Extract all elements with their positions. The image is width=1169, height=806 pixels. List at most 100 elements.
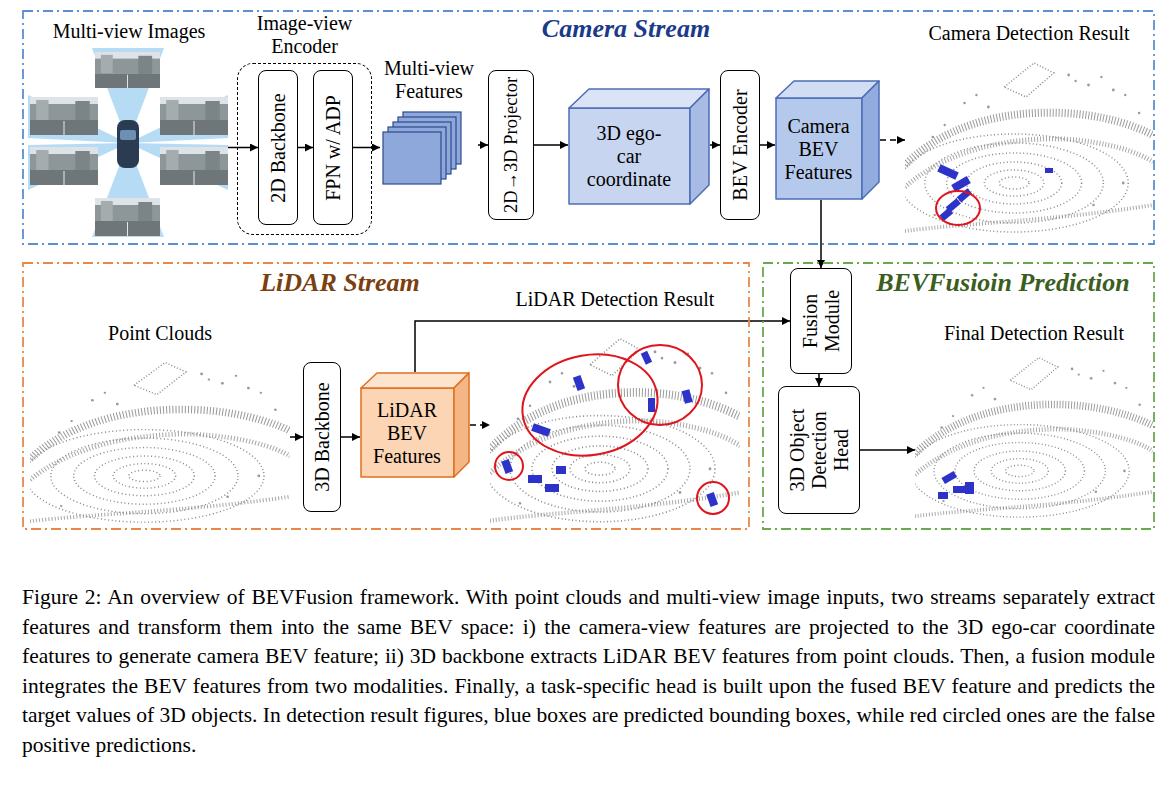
arrow-connector: [534, 144, 568, 146]
arrow-connector: [415, 321, 790, 372]
false-positive-circle: [697, 482, 729, 514]
region-title: Camera Stream: [490, 14, 762, 44]
camera-photo: [30, 147, 98, 185]
predicted-box: [501, 459, 513, 474]
image-input: Multi-view Images: [30, 20, 228, 237]
detection-result: LiDAR Detection Result: [490, 288, 740, 525]
false-positive-circle: [936, 191, 980, 225]
cube-label: Camera BEV Features: [777, 115, 861, 184]
stream-region: Camera Stream Multi-view Images Image-view…: [22, 10, 1155, 245]
camera-photo: [95, 198, 160, 236]
ego-car: [117, 120, 139, 168]
arrow-connector: [820, 200, 822, 268]
cube-label: 3D ego-car coordinate: [585, 122, 673, 191]
camera-detection-illustration: [900, 63, 1153, 232]
predicted-box: [938, 492, 948, 499]
picture-heading: Camera Detection Result: [905, 22, 1153, 45]
point-cloud-input: Point Clouds: [30, 322, 290, 525]
feature-map: [383, 132, 441, 184]
arrow-connector: [478, 144, 488, 146]
feature-stack-outline: [380, 112, 478, 190]
arrow-connector: [470, 424, 490, 426]
ego-car: [120, 130, 136, 140]
predicted-box: [937, 164, 1053, 221]
lidar-detection-illustration: [485, 339, 740, 522]
arrow-connector: [818, 374, 820, 386]
region-outline: [23, 11, 1154, 244]
feature-stack: Multi-view Features: [380, 57, 478, 190]
group-heading: Image-view Encoder: [237, 12, 372, 58]
arrow-connector: [860, 449, 915, 451]
stream-region: LiDAR StreamPoint Clouds 3D Backbone LiDAR…: [22, 262, 750, 530]
camera-detection-illustration: [900, 63, 1153, 232]
predicted-box: [531, 423, 551, 437]
region-outline: [763, 263, 1154, 529]
cube-face: [862, 81, 879, 199]
predicted-box: [648, 398, 655, 412]
process-box: 3D Backbone: [303, 362, 341, 512]
arrow-connector: [760, 144, 775, 146]
predicted-box: [1045, 168, 1053, 173]
cube-face: [361, 373, 469, 388]
camera-view-fan: [28, 95, 128, 143]
predicted-box: [965, 482, 974, 494]
arrow-connector: [710, 144, 720, 146]
region-title: LiDAR Stream: [230, 268, 450, 298]
picture-heading: LiDAR Detection Result: [490, 288, 740, 311]
arrow-connector: [298, 147, 313, 149]
predicted-box: [937, 164, 959, 180]
cube-face: [569, 108, 690, 204]
cube-face: [690, 89, 709, 204]
predicted-box: [682, 389, 693, 404]
region-title: BEVFusioin Prediction: [858, 268, 1148, 298]
final-detection-illustration: [910, 358, 1153, 518]
process-box: FPN w/ ADP: [313, 70, 353, 225]
detection-result: Camera Detection Result: [905, 22, 1153, 235]
process-box: 2D Backbone: [258, 70, 298, 225]
false-positive-circle: [495, 344, 729, 514]
encoder-group: Image-view Encoder 2D Backbone FPN w/ ADP: [237, 12, 372, 235]
cube-label: LiDAR BEV Features: [364, 399, 450, 468]
box-label: 2D Backbone: [267, 76, 289, 219]
camera-view-fan: [28, 48, 228, 237]
point-cloud-illustration: [25, 363, 290, 523]
box-label: 3D Object Detection Head: [786, 392, 852, 508]
camera-rig-illustration: [28, 48, 228, 237]
picture-heading: Final Detection Result: [915, 322, 1153, 345]
false-positive-circle: [495, 452, 523, 480]
camera-photo: [160, 147, 228, 185]
region-outline: [23, 263, 749, 529]
predicted-box: [545, 484, 559, 492]
arrow-connector: [341, 436, 360, 438]
predicted-box: [706, 492, 718, 507]
cube-face: [361, 388, 454, 477]
figure-caption: Figure 2: An overview of BEVFusion frame…: [22, 583, 1155, 761]
process-box: 2D→3D Projector: [488, 70, 534, 220]
predicted-box: [641, 351, 652, 365]
picture-heading: Multi-view Images: [30, 20, 228, 43]
box-label: BEV Encoder: [729, 76, 751, 214]
prediction-region: BEVFusioin PredictionFusion Module 3D Obj…: [762, 262, 1155, 530]
arrow-connector: [228, 147, 258, 149]
detection-result: Final Detection Result: [915, 322, 1153, 520]
predicted-box: [556, 466, 566, 474]
feature-cube: LiDAR BEV Features: [360, 372, 470, 478]
false-positive-circle: [618, 345, 702, 425]
camera-photo: [30, 97, 98, 135]
arrow-connector: [353, 147, 380, 149]
false-positive-circle: [514, 344, 665, 466]
predicted-box: [501, 351, 718, 507]
predicted-box: [938, 471, 974, 499]
picture-heading: Point Clouds: [30, 322, 290, 345]
arrow-connector: [290, 436, 303, 438]
camera-photo: [95, 52, 160, 88]
box-label: 2D→3D Projector: [501, 76, 521, 214]
camera-view-fan: [128, 95, 228, 143]
predicted-box: [573, 375, 585, 391]
process-box: Fusion Module: [790, 268, 852, 374]
final-detection-illustration: [910, 358, 1153, 518]
box-label: FPN w/ ADP: [322, 76, 344, 219]
arrow-connector: [880, 139, 905, 141]
stack-heading: Multi-view Features: [380, 57, 478, 103]
process-box: BEV Encoder: [720, 70, 760, 220]
